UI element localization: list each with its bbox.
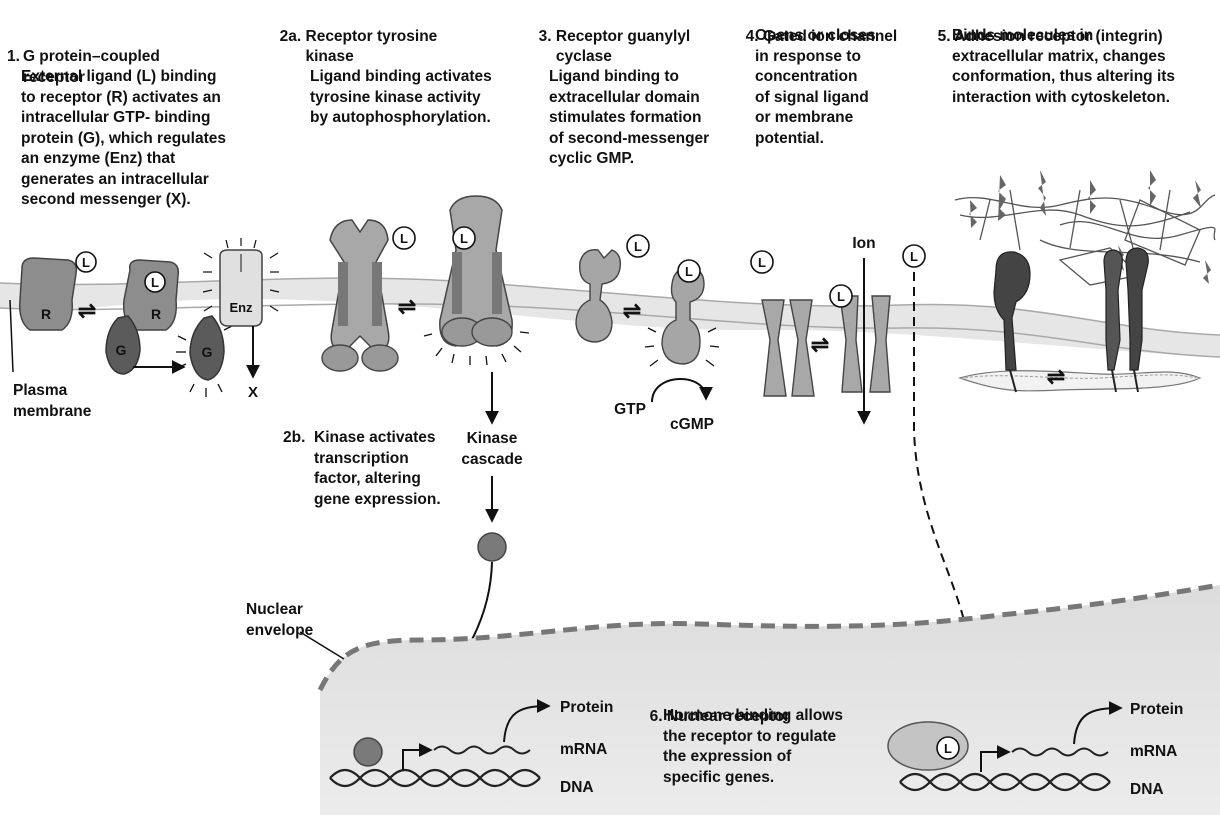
panel-2a-body: Ligand binding activates tyrosine kinase… xyxy=(310,67,492,129)
gtp-to-cgmp-arrow xyxy=(652,379,706,402)
mrna-label: mRNA xyxy=(560,741,607,758)
guanylyl-cyclase-panel: L ⇌ L GTP cGMP xyxy=(576,235,719,433)
enzyme-label: Enz xyxy=(229,300,253,315)
panel-title: Receptor tyrosine kinase xyxy=(306,27,438,68)
integrin-panel: ⇌ xyxy=(955,170,1215,392)
svg-text:L: L xyxy=(685,264,693,279)
panel-title: Receptor guanylyl cyclase xyxy=(556,27,690,68)
panel-2b-number: 2b. xyxy=(283,428,305,449)
ligand-circle: L xyxy=(627,235,649,257)
svg-text:L: L xyxy=(634,239,642,254)
svg-text:L: L xyxy=(82,255,90,270)
panel-number: 3. xyxy=(539,28,552,45)
svg-text:L: L xyxy=(910,249,918,264)
panel-2a-heading: 2a. Receptor tyrosine kinase xyxy=(271,6,437,68)
g-protein-label: G xyxy=(202,344,213,360)
ligand-circle: L xyxy=(678,260,700,282)
panel-4-body: Opens or closes in response to concentra… xyxy=(755,26,876,149)
ligand-circle: L xyxy=(903,245,925,267)
ligand-circle: L xyxy=(453,227,475,249)
gtp-label: GTP xyxy=(614,401,646,418)
plasma-membrane-pointer xyxy=(10,300,13,372)
g-protein-label: G xyxy=(116,342,127,358)
panel-3-heading: 3. Receptor guanylyl cyclase xyxy=(530,6,690,68)
ligand-circle: L xyxy=(937,737,959,759)
svg-text:L: L xyxy=(151,275,159,290)
dna-label: DNA xyxy=(1130,781,1164,798)
mrna-label: mRNA xyxy=(1130,743,1177,760)
ligand-circle: L xyxy=(751,251,773,273)
transcription-factor-bound xyxy=(354,738,382,766)
equilibrium-arrows: ⇌ xyxy=(1047,364,1065,389)
receptor-label: R xyxy=(41,306,51,322)
panel-5-body: Binds molecules in extracellular matrix,… xyxy=(952,26,1175,108)
second-messenger-label: X xyxy=(248,384,258,401)
gpcr-panel: R L ⇌ L R G G Enz X xyxy=(20,238,279,401)
svg-text:L: L xyxy=(944,741,952,756)
ligand-circle: L xyxy=(393,227,415,249)
ligand-circle: L xyxy=(145,272,165,292)
protein-label: Protein xyxy=(1130,701,1183,718)
svg-text:L: L xyxy=(758,255,766,270)
panel-number: 1. xyxy=(7,48,20,65)
equilibrium-arrows: ⇌ xyxy=(811,332,829,357)
panel-number: 2a. xyxy=(280,28,302,45)
extracellular-matrix xyxy=(955,190,1215,285)
ligand-circle: L xyxy=(76,252,96,272)
panel-number: 6. xyxy=(650,708,663,725)
transcription-factor xyxy=(478,533,506,561)
panel-number: 5. xyxy=(938,28,951,45)
panel-1-body: External ligand (L) binding to receptor … xyxy=(21,67,226,211)
panel-2b-body: Kinase activates transcription factor, a… xyxy=(314,428,441,510)
ligand-circle: L xyxy=(830,285,852,307)
dna-label: DNA xyxy=(560,779,594,796)
equilibrium-arrows: ⇌ xyxy=(398,294,416,319)
panel-6-body: Hormone binding allows the receptor to r… xyxy=(663,706,843,788)
panel-3-body: Ligand binding to extracellular domain s… xyxy=(549,67,709,170)
svg-text:L: L xyxy=(460,231,468,246)
protein-label: Protein xyxy=(560,699,613,716)
rtk-active xyxy=(440,196,512,346)
integrin-extended xyxy=(1104,248,1148,392)
cytoskeleton xyxy=(960,371,1200,391)
svg-text:L: L xyxy=(837,289,845,304)
ion-label: Ion xyxy=(852,235,875,252)
cgmp-label: cGMP xyxy=(670,416,714,433)
equilibrium-arrows: ⇌ xyxy=(78,298,96,323)
svg-text:L: L xyxy=(400,231,408,246)
receptor-label: R xyxy=(151,306,161,322)
equilibrium-arrows: ⇌ xyxy=(623,298,641,323)
